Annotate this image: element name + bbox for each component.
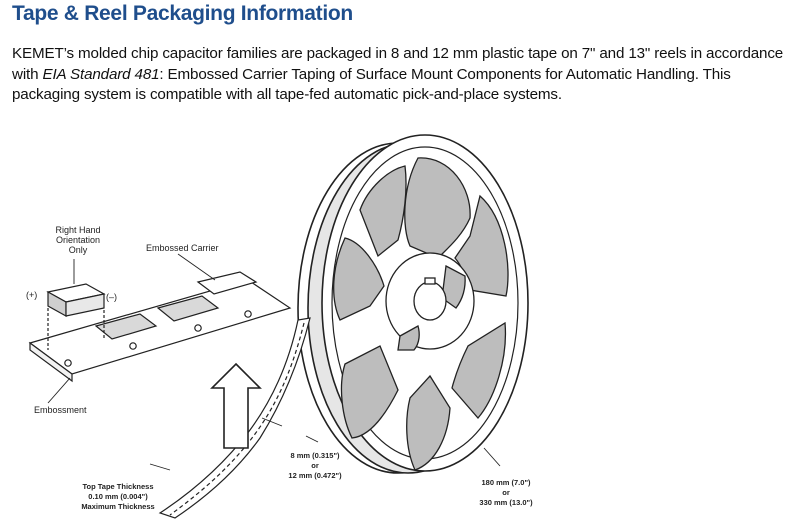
orientation-label-2: Orientation: [56, 235, 100, 245]
callout-tape-width: [261, 417, 283, 427]
embossed-carrier-strip: [28, 271, 292, 383]
reel-hub: [385, 252, 475, 351]
reel-spoke: [333, 237, 385, 321]
reel-hub-keyway: [424, 277, 436, 285]
reel-diameter-label-2: or: [502, 488, 510, 497]
page-title: Tape & Reel Packaging Information: [12, 2, 353, 25]
sprocket-hole: [129, 342, 137, 350]
polarity-plus-label: (+): [26, 290, 37, 300]
leader-tape-outline: [158, 317, 311, 519]
reel-diameter-label-3: 330 mm (13.0"): [479, 498, 533, 507]
reel-spokes: [333, 157, 509, 471]
tape-reel-illustration: Right Hand Orientation Only Embossed Car…: [26, 134, 533, 519]
carrier-pocket: [94, 313, 158, 340]
intro-paragraph: KEMET’s molded chip capacitor families a…: [12, 44, 797, 106]
top-tape-label-3: Maximum Thickness: [81, 502, 154, 511]
carrier-strip-edge: [29, 341, 73, 383]
leader-tape: [158, 317, 311, 519]
sprocket-hole: [244, 310, 252, 318]
tape-width-label-1: 8 mm (0.315"): [291, 451, 340, 460]
sprocket-hole: [64, 359, 72, 367]
top-tape-label-1: Top Tape Thickness: [83, 482, 154, 491]
reel-hub-center: [413, 281, 447, 321]
orientation-label-1: Right Hand: [55, 225, 100, 235]
up-arrow: [210, 362, 262, 449]
reel-spoke: [406, 374, 451, 471]
intro-text-1: KEMET’s molded chip capacitor families a…: [12, 45, 784, 83]
callout-tape-width-2: [305, 435, 319, 443]
leader-tape-pockets: [169, 322, 305, 516]
embossment-label: Embossment: [34, 405, 87, 415]
carrier-pocket: [196, 271, 258, 295]
tape-width-label-2: or: [311, 461, 319, 470]
reel-spoke: [340, 345, 399, 439]
polarity-minus-label: (–): [106, 292, 117, 302]
reel-spoke: [451, 321, 507, 419]
reel-hub-segment: [397, 325, 420, 351]
eia-standard-name: EIA Standard 481: [42, 65, 160, 83]
callout-top-tape: [149, 463, 171, 471]
reel-spoke: [454, 194, 509, 297]
callout-carrier: [177, 253, 216, 281]
capacitor-component: [46, 283, 106, 350]
reel-spoke: [359, 165, 407, 258]
capacitor-side: [65, 293, 105, 317]
reel-hub-segment: [441, 264, 466, 309]
reel-diameter-label-1: 180 mm (7.0"): [482, 478, 531, 487]
callout-reel-dia: [483, 447, 501, 467]
intro-text-2: : Embossed Carrier Taping of Surface Mou…: [12, 65, 731, 104]
carrier-pocket: [156, 295, 220, 322]
callout-lines: [47, 253, 501, 471]
top-tape-label-2: 0.10 mm (0.004"): [88, 492, 148, 501]
orientation-label-3: Only: [69, 245, 88, 255]
sprocket-hole: [194, 324, 202, 332]
callout-embossment: [47, 377, 71, 404]
tape-width-label-3: 12 mm (0.472"): [288, 471, 342, 480]
embossed-carrier-label: Embossed Carrier: [146, 243, 219, 253]
